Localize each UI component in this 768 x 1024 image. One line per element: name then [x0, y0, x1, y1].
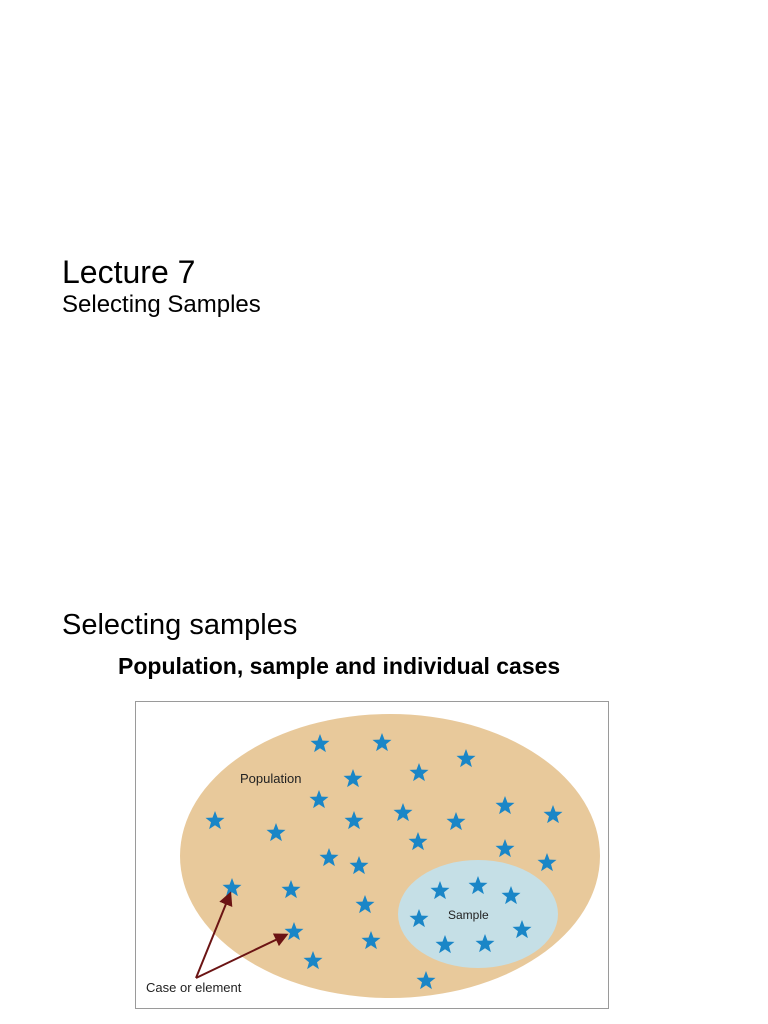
- star-icon: [343, 769, 363, 788]
- star-icon: [446, 812, 466, 831]
- star-icon: [205, 811, 225, 830]
- star-icon: [430, 881, 450, 900]
- star-icon: [409, 909, 429, 928]
- sample-label: Sample: [448, 908, 489, 922]
- star-icon: [349, 856, 369, 875]
- star-icon: [495, 839, 515, 858]
- star-icon: [393, 803, 413, 822]
- population-label: Population: [240, 771, 301, 786]
- case-stars: [205, 733, 563, 990]
- case-arrow-1: [195, 891, 233, 979]
- star-icon: [456, 749, 476, 768]
- lecture-subtitle: Selecting Samples: [62, 291, 261, 318]
- star-icon: [303, 951, 323, 970]
- star-icon: [512, 920, 532, 939]
- figure-title: Population, sample and individual cases: [118, 653, 561, 679]
- star-icon: [266, 823, 286, 842]
- case-label: Case or element: [146, 980, 242, 995]
- star-icon: [495, 796, 515, 815]
- star-icon: [416, 971, 436, 990]
- star-icon: [468, 876, 488, 895]
- star-icon: [372, 733, 392, 752]
- population-sample-diagram: Population Sample Case or element: [146, 714, 600, 998]
- star-icon: [309, 790, 329, 809]
- star-icon: [284, 922, 304, 941]
- star-icon: [409, 763, 429, 782]
- star-icon: [222, 878, 242, 897]
- title-slide: Lecture 7 Selecting Samples: [62, 254, 261, 318]
- star-icon: [435, 935, 455, 954]
- section-heading: Selecting samples: [62, 609, 298, 641]
- star-icon: [319, 848, 339, 867]
- star-icon: [310, 734, 330, 753]
- star-icon: [537, 853, 557, 872]
- lecture-title: Lecture 7: [62, 254, 196, 290]
- case-arrow-2: [195, 933, 289, 979]
- population-sample-figure: Population Sample Case or element: [135, 701, 609, 1009]
- star-icon: [475, 934, 495, 953]
- star-icon: [281, 880, 301, 899]
- star-icon: [355, 895, 375, 914]
- content-slide: Selecting samples Population, sample and…: [0, 512, 768, 1024]
- star-icon: [361, 931, 381, 950]
- star-icon: [501, 886, 521, 905]
- star-icon: [543, 805, 563, 824]
- star-icon: [408, 832, 428, 851]
- star-icon: [344, 811, 364, 830]
